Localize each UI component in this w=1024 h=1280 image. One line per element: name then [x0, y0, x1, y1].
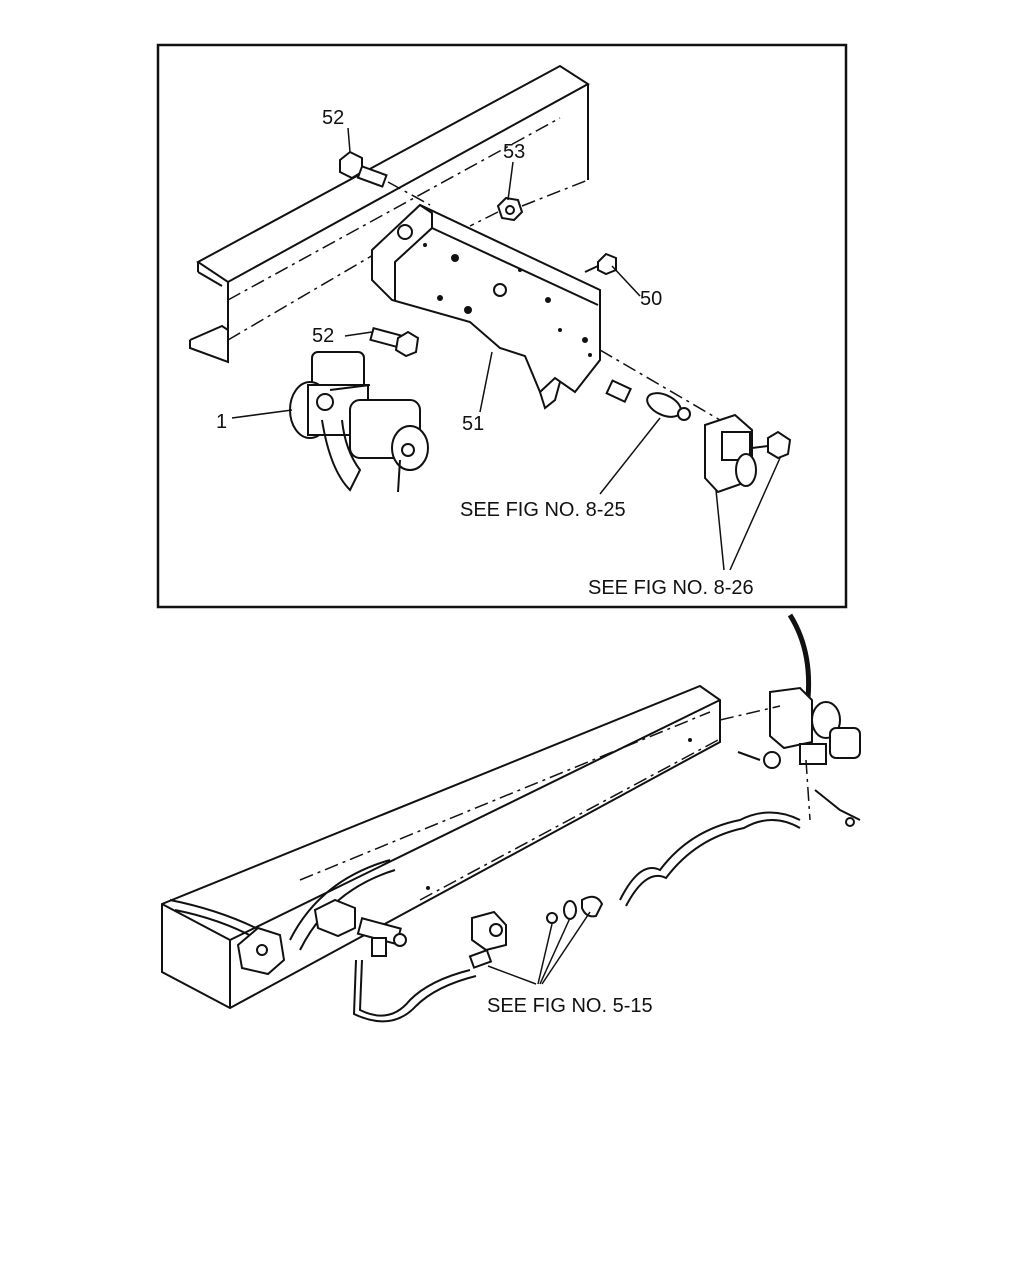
- callout-52-mid: 52: [312, 325, 334, 347]
- bolt-52-top: [339, 150, 431, 206]
- frame-rail-detail: [189, 64, 590, 364]
- reference-fig-8-25: SEE FIG NO. 8-25: [460, 499, 626, 521]
- connector-8-25: [599, 349, 721, 421]
- switch-assembly-8-26: [704, 413, 792, 494]
- callout-53: 53: [503, 141, 525, 163]
- leader-lines-overview: [487, 911, 591, 985]
- callout-51: 51: [462, 413, 484, 435]
- frame-rail-overview: [161, 684, 721, 1010]
- detail-arrow-arc: [787, 613, 812, 699]
- callout-1: 1: [216, 411, 227, 433]
- bolt-50: [584, 252, 617, 276]
- reference-fig-8-26: SEE FIG NO. 8-26: [588, 577, 754, 599]
- bolt-52-mid: [369, 326, 420, 358]
- valves-overview: [236, 895, 604, 976]
- reference-fig-5-15: SEE FIG NO. 5-15: [487, 995, 653, 1017]
- harness-routing: [169, 811, 801, 1023]
- detail-frame: [156, 43, 848, 609]
- starter-motor-1: [289, 351, 429, 493]
- callout-52-top: 52: [322, 107, 344, 129]
- starter-cluster-overview: [719, 686, 861, 827]
- callout-50: 50: [640, 288, 662, 310]
- leader-lines-detail: [231, 127, 781, 571]
- bracket-51: [371, 203, 601, 410]
- nut-53: [469, 179, 589, 227]
